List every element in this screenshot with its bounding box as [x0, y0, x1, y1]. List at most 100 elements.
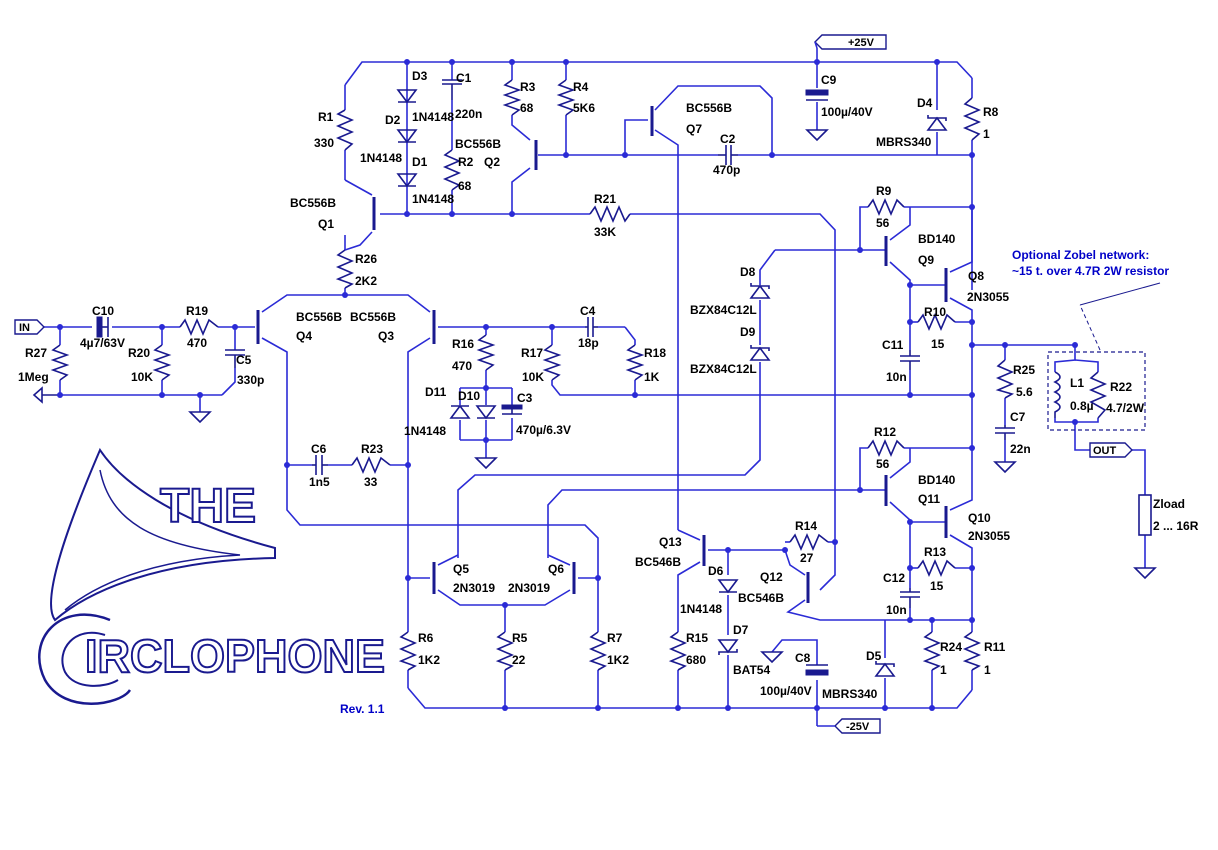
- component-label-c1: C1: [456, 71, 472, 85]
- component-label-r27: R27: [25, 346, 47, 360]
- component-label-c9v: 100µ/40V: [821, 105, 873, 119]
- component-label-r3v: 68: [520, 101, 534, 115]
- in-label: IN: [19, 322, 30, 334]
- logo-line2: IRCLOPHONE: [85, 630, 385, 682]
- component-label-c8v: 100µ/40V: [760, 684, 812, 698]
- out-label: OUT: [1093, 445, 1117, 457]
- component-label-r12: R12: [874, 425, 896, 439]
- component-label-d2v: 1N4148: [360, 151, 402, 165]
- component-label-d9: D9: [740, 325, 756, 339]
- zload-symbol: [1138, 494, 1152, 536]
- component-label-q4t: BC556B: [296, 310, 342, 324]
- component-label-r11v: 1: [984, 663, 991, 677]
- junction-dots: [57, 59, 1078, 711]
- resistor-symbols: [50, 79, 1108, 671]
- component-label-r18: R18: [644, 346, 666, 360]
- horn-icon: [50, 447, 276, 622]
- component-label-r6: R6: [418, 631, 434, 645]
- component-label-d7: D7: [733, 623, 749, 637]
- component-label-c3: C3: [517, 391, 533, 405]
- component-label-q9: Q9: [918, 253, 934, 267]
- component-label-d11v: 1N4148: [404, 424, 446, 438]
- component-label-d4v: MBRS340: [876, 135, 932, 149]
- component-label-q2: Q2: [484, 155, 500, 169]
- component-label-d5: D5: [866, 649, 882, 663]
- component-label-r6v: 1K2: [418, 653, 440, 667]
- component-label-c6: C6: [311, 442, 327, 456]
- component-label-q4: Q4: [296, 329, 312, 343]
- component-label-r23: R23: [361, 442, 383, 456]
- component-label-r25v: 5.6: [1016, 385, 1033, 399]
- component-label-r26v: 2K2: [355, 274, 377, 288]
- component-label-r13v: 15: [930, 579, 944, 593]
- component-label-l1: L1: [1070, 376, 1084, 390]
- component-label-q7t: BC556B: [686, 101, 732, 115]
- component-label-c3v: 470µ/6.3V: [516, 423, 571, 437]
- logo: THE IRCLOPHONE: [38, 447, 386, 705]
- zobel-note-line2: ~15 t. over 4.7R 2W resistor: [1012, 264, 1169, 278]
- component-label-r10: R10: [924, 305, 946, 319]
- component-label-r5v: 22: [512, 653, 526, 667]
- inductor-symbol: [1053, 371, 1061, 418]
- component-label-r2v: 68: [458, 179, 472, 193]
- out-port: [1089, 442, 1133, 458]
- component-label-zlv: 2 ... 16R: [1153, 519, 1199, 533]
- vpos-port: [814, 34, 887, 50]
- component-label-q3t: BC556B: [350, 310, 396, 324]
- component-label-q11: Q11: [918, 492, 940, 506]
- component-label-r21v: 33K: [594, 225, 616, 239]
- diode-symbols: [396, 89, 948, 677]
- wires: [42, 48, 1146, 726]
- component-label-c7v: 22n: [1010, 442, 1031, 456]
- component-label-r9v: 56: [876, 216, 890, 230]
- component-label-q6: Q6: [548, 562, 564, 576]
- component-label-r14: R14: [795, 519, 817, 533]
- component-label-r4: R4: [573, 80, 589, 94]
- component-label-q5: Q5: [453, 562, 469, 576]
- component-label-r2t: BC556B: [455, 137, 501, 151]
- component-label-r8v: 1: [983, 127, 990, 141]
- component-label-r14v: 27: [800, 551, 814, 565]
- component-label-r13: R13: [924, 545, 946, 559]
- component-label-d7v: BAT54: [733, 663, 770, 677]
- component-label-d8v: BZX84C12L: [690, 303, 757, 317]
- in-port: [14, 319, 45, 335]
- component-label-q9t: BD140: [918, 232, 956, 246]
- component-label-r20: R20: [128, 346, 150, 360]
- component-label-r15: R15: [686, 631, 708, 645]
- component-label-q1: Q1: [318, 217, 334, 231]
- component-label-r25: R25: [1013, 363, 1035, 377]
- logo-c-icon: [38, 613, 132, 705]
- component-label-d4: D4: [917, 96, 933, 110]
- component-label-r1v: 330: [314, 136, 334, 150]
- component-label-c6v: 1n5: [309, 475, 330, 489]
- component-label-c10: C10: [92, 304, 114, 318]
- component-label-r11: R11: [984, 640, 1006, 654]
- components: [14, 34, 1161, 734]
- component-label-c2: C2: [720, 132, 736, 146]
- component-label-d6: D6: [708, 564, 724, 578]
- component-label-r5: R5: [512, 631, 528, 645]
- logo-line1: THE: [160, 480, 256, 533]
- ports: [14, 34, 1133, 734]
- component-label-c9: C9: [821, 73, 837, 87]
- component-label-r2: R2: [458, 155, 474, 169]
- component-label-d6v: 1N4148: [680, 602, 722, 616]
- component-label-r1: R1: [318, 110, 334, 124]
- component-label-d8: D8: [740, 265, 756, 279]
- component-label-q3: Q3: [378, 329, 394, 343]
- component-label-r18v: 1K: [644, 370, 660, 384]
- labels: Rev. 1.1 IN +25V -25V OUT Optional Zobel…: [19, 37, 1169, 733]
- zobel-box: [1047, 351, 1146, 431]
- component-label-q12: Q12: [760, 570, 783, 584]
- component-label-r17: R17: [521, 346, 543, 360]
- component-label-r20v: 10K: [131, 370, 153, 384]
- component-label-r10v: 15: [931, 337, 945, 351]
- component-label-c11: C11: [882, 338, 904, 352]
- component-label-r23v: 33: [364, 475, 378, 489]
- component-label-r26: R26: [355, 252, 377, 266]
- vneg-port: [834, 718, 881, 734]
- vpos-label: +25V: [848, 37, 875, 49]
- component-label-c4v: 18p: [578, 336, 599, 350]
